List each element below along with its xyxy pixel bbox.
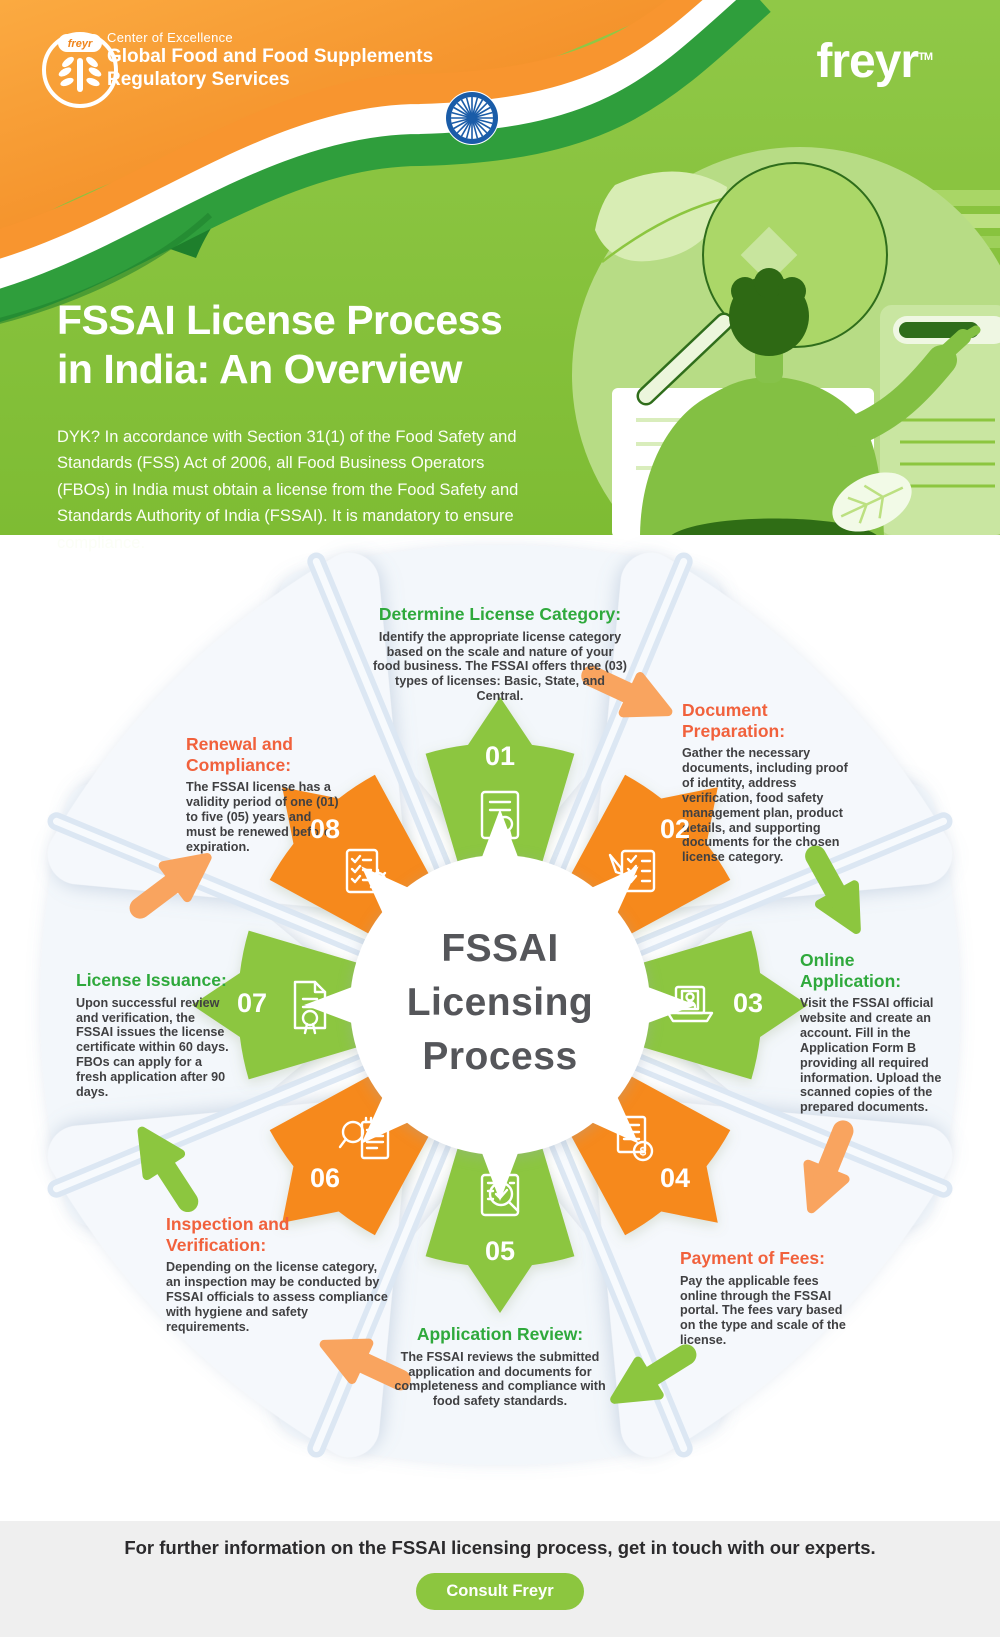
step-block-7: License Issuance: Upon successful review… xyxy=(76,970,230,1100)
step-number-3: 03 xyxy=(732,988,764,1018)
step-block-8: Renewal and Compliance: The FSSAI licens… xyxy=(186,734,340,855)
page-title: FSSAI License Process in India: An Overv… xyxy=(57,297,503,393)
footer: For further information on the FSSAI lic… xyxy=(0,1521,1000,1637)
renewal-checklist-gear-icon xyxy=(345,848,390,894)
step-title-5: Application Review: xyxy=(416,1324,584,1344)
step-block-3: Online Application: Visit the FSSAI offi… xyxy=(800,950,942,1115)
certificate-document-icon xyxy=(480,790,520,840)
wheel-center-label: FSSAI Licensing Process xyxy=(406,927,594,1078)
trademark-symbol: TM xyxy=(918,51,933,63)
header-illustration xyxy=(572,147,1000,535)
step-description-1: Identify the appropriate license categor… xyxy=(372,629,627,704)
step-number-7: 07 xyxy=(236,988,268,1018)
freyr-logo-badge-label: freyr xyxy=(67,38,93,50)
step-number-5: 05 xyxy=(484,1236,516,1266)
step-title-6: Inspection and Verification: xyxy=(166,1214,290,1255)
step-title-8: Renewal and Compliance: xyxy=(186,734,293,775)
step-description-2: Gather the necessary documents, includin… xyxy=(682,746,848,865)
step-description-6: Depending on the license category, an in… xyxy=(166,1260,388,1334)
step-number-8: 08 xyxy=(309,814,341,844)
step-block-5: Application Review: The FSSAI reviews th… xyxy=(340,1324,660,1409)
india-flag-ribbon xyxy=(0,0,771,324)
consult-freyr-button[interactable]: Consult Freyr xyxy=(416,1573,584,1610)
step-number-1: 01 xyxy=(484,741,516,771)
document-review-icon xyxy=(480,1173,520,1217)
brand-line-2: Regulatory Services xyxy=(107,69,290,90)
ashoka-chakra-icon xyxy=(445,91,499,145)
step-description-8: The FSSAI license has a validity period … xyxy=(186,780,339,854)
step-description-5: The FSSAI reviews the submitted applicat… xyxy=(394,1349,606,1409)
step-number-4: 04 xyxy=(659,1163,691,1193)
step-icons: $ xyxy=(293,790,714,1217)
step-title-7: License Issuance: xyxy=(76,970,227,990)
step-description-7: Upon successful review and verification,… xyxy=(76,995,229,1099)
footer-text: For further information on the FSSAI lic… xyxy=(124,1537,876,1558)
step-title-3: Online Application: xyxy=(800,950,902,991)
magnifier-notepad-icon xyxy=(338,1116,390,1160)
step-description-4: Pay the applicable fees online through t… xyxy=(680,1273,846,1348)
laptop-account-icon xyxy=(666,985,714,1023)
license-certificate-icon xyxy=(293,980,327,1035)
intro-paragraph: DYK? In accordance with Section 31(1) of… xyxy=(57,428,519,552)
step-block-2: Document Preparation: Gather the necessa… xyxy=(682,700,850,865)
brand-line-1: Global Food and Food Supplements xyxy=(107,46,434,67)
receipt-payment-icon: $ xyxy=(616,1115,654,1162)
step-block-4: Payment of Fees: Pay the applicable fees… xyxy=(680,1248,852,1348)
step-title-4: Payment of Fees: xyxy=(680,1248,825,1268)
svg-text:$: $ xyxy=(640,1145,647,1159)
step-title-2: Document Preparation: xyxy=(682,700,786,741)
step-number-6: 06 xyxy=(309,1163,341,1193)
center-hub xyxy=(304,809,696,1201)
coe-label: Center of Excellence xyxy=(107,30,233,45)
step-block-1: Determine License Category: Identify the… xyxy=(340,604,660,704)
step-title-1: Determine License Category: xyxy=(378,604,622,624)
step-number-2: 02 xyxy=(659,814,691,844)
freyr-wordmark: freyrTM xyxy=(816,35,933,88)
step-block-6: Inspection and Verification: Depending o… xyxy=(166,1214,390,1335)
freyr-coe-logo-icon xyxy=(42,32,118,108)
checklist-pencil-icon xyxy=(608,849,656,893)
step-description-3: Visit the FSSAI official website and cre… xyxy=(800,996,942,1115)
process-wheel xyxy=(57,562,944,1449)
